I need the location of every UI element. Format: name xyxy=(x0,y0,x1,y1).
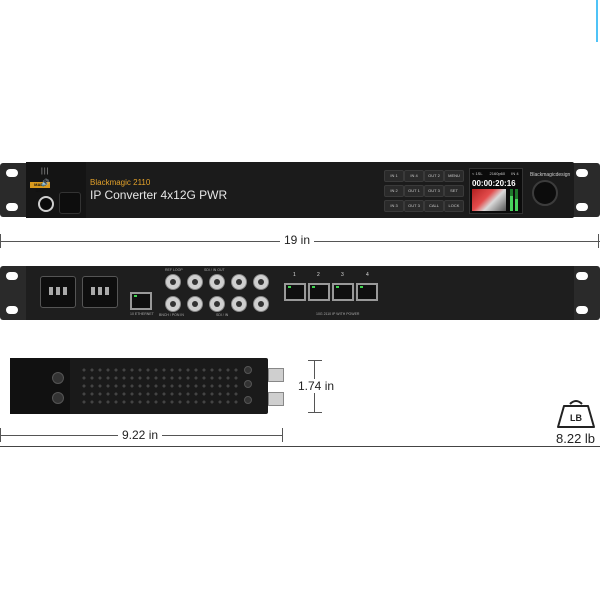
front-button[interactable]: OUT 3 xyxy=(424,185,444,197)
side-bnc-connector xyxy=(268,392,284,406)
front-button[interactable]: OUT 1 xyxy=(404,185,424,197)
side-bnc-connector xyxy=(268,368,284,382)
lcd-channel-label: IN 4 xyxy=(511,171,519,176)
headphone-jack xyxy=(38,196,54,212)
ip-port-number: 1 xyxy=(293,272,296,278)
ip-ethernet-port xyxy=(308,283,330,301)
depth-dimension-tick-right xyxy=(282,428,283,442)
audio-meter-left xyxy=(510,189,513,211)
bnc-connector xyxy=(187,296,203,312)
front-button[interactable]: CALL xyxy=(424,200,444,212)
weight-label: 8.22 lb xyxy=(556,431,596,446)
front-panel: MADE BOX ||| 🔊 Blackmagic 2110 IP Conver… xyxy=(0,162,600,218)
rear-chassis: 10 ETHERNET REF LOOP SDI / IN OUT BNCH /… xyxy=(26,266,574,320)
top-accent-line xyxy=(596,0,598,42)
front-button[interactable]: LOCK xyxy=(444,200,464,212)
front-button[interactable]: SET xyxy=(444,185,464,197)
width-dimension-tick-right xyxy=(598,234,599,248)
bnc-connector xyxy=(231,296,247,312)
side-view xyxy=(10,358,268,414)
sdi-in-label: SDI / IN xyxy=(216,313,229,317)
ip-ethernet-port xyxy=(284,283,306,301)
bnc-connector xyxy=(165,274,181,290)
side-view-front-edge xyxy=(10,358,70,414)
speaker-icon: 🔊 xyxy=(41,180,50,187)
rack-ear-left xyxy=(0,163,30,217)
ip-port-number: 3 xyxy=(341,272,344,278)
lcd-format-label: 2160p60 xyxy=(489,171,506,176)
side-screw xyxy=(244,396,252,404)
depth-dimension-tick-left xyxy=(0,428,1,442)
weight-icon: LB xyxy=(557,400,595,428)
height-dimension-label: 1.74 in xyxy=(294,379,339,393)
side-screw xyxy=(244,366,252,374)
product-brand-line: Blackmagic 2110 xyxy=(90,178,151,187)
front-button[interactable]: IN 2 xyxy=(384,185,404,197)
ip-ports-label: 10G 2110 IP WITH POWER xyxy=(316,312,360,316)
height-dimension-tick-top xyxy=(308,360,322,361)
front-button[interactable]: OUT 3 xyxy=(404,200,424,212)
side-screw xyxy=(52,392,64,404)
ref-in-label: BNCH / PON IN xyxy=(159,313,184,317)
bnc-connector xyxy=(209,274,225,290)
front-button[interactable]: IN 4 xyxy=(404,170,424,182)
ip-ethernet-port xyxy=(332,283,354,301)
lcd-status-row: < 1SL 2160p60 IN 4 xyxy=(472,171,520,176)
rear-ear-right xyxy=(570,266,600,320)
rear-panel: 10 ETHERNET REF LOOP SDI / IN OUT BNCH /… xyxy=(0,266,600,320)
ethernet-port xyxy=(130,292,152,310)
side-screw xyxy=(52,372,64,384)
power-inlet-2 xyxy=(82,276,118,308)
width-dimension-label: 19 in xyxy=(280,233,315,247)
front-button[interactable]: OUT 2 xyxy=(424,170,444,182)
rear-ear-left xyxy=(0,266,30,320)
control-knob-icon[interactable] xyxy=(532,180,558,206)
ref-loop-label: REF LOOP xyxy=(165,268,183,272)
bnc-connector xyxy=(253,296,269,312)
lcd-video-preview xyxy=(472,189,506,211)
side-screw xyxy=(244,380,252,388)
bnc-connector xyxy=(187,274,203,290)
sdi-out-label: SDI / IN OUT xyxy=(204,268,225,272)
height-dimension-tick-bottom xyxy=(308,412,322,413)
power-inlet-1 xyxy=(40,276,76,308)
bnc-connector xyxy=(231,274,247,290)
front-chassis: MADE BOX ||| 🔊 Blackmagic 2110 IP Conver… xyxy=(26,162,574,218)
lcd-input-label: < 1SL xyxy=(472,171,483,176)
front-button[interactable]: IN 3 xyxy=(384,200,404,212)
lcd-timecode: 00:00:20:16 xyxy=(472,179,516,188)
baseline-divider xyxy=(0,446,600,447)
bnc-connector xyxy=(209,296,225,312)
audio-meter-right xyxy=(515,189,518,211)
ip-ethernet-port xyxy=(356,283,378,301)
rack-ear-right xyxy=(570,163,600,217)
speaker-grille-icon: ||| xyxy=(41,168,50,175)
depth-dimension-label: 9.22 in xyxy=(118,428,163,442)
brand-badge: MADE BOX xyxy=(30,182,50,193)
product-model-line: IP Converter 4x12G PWR xyxy=(90,188,228,202)
ip-port-number: 4 xyxy=(366,272,369,278)
width-dimension-tick-left xyxy=(0,234,1,248)
blackmagic-logo: Blackmagicdesign xyxy=(530,172,571,178)
usb-port xyxy=(59,192,81,214)
bnc-connector xyxy=(253,274,269,290)
ethernet-label: 10 ETHERNET xyxy=(130,312,154,316)
ip-port-number: 2 xyxy=(317,272,320,278)
bnc-connector xyxy=(165,296,181,312)
front-button[interactable]: MENU xyxy=(444,170,464,182)
lcd-screen: < 1SL 2160p60 IN 4 00:00:20:16 xyxy=(469,168,523,214)
weight-unit-label: LB xyxy=(570,413,582,423)
front-button[interactable]: IN 1 xyxy=(384,170,404,182)
side-vent-grille xyxy=(80,366,240,406)
